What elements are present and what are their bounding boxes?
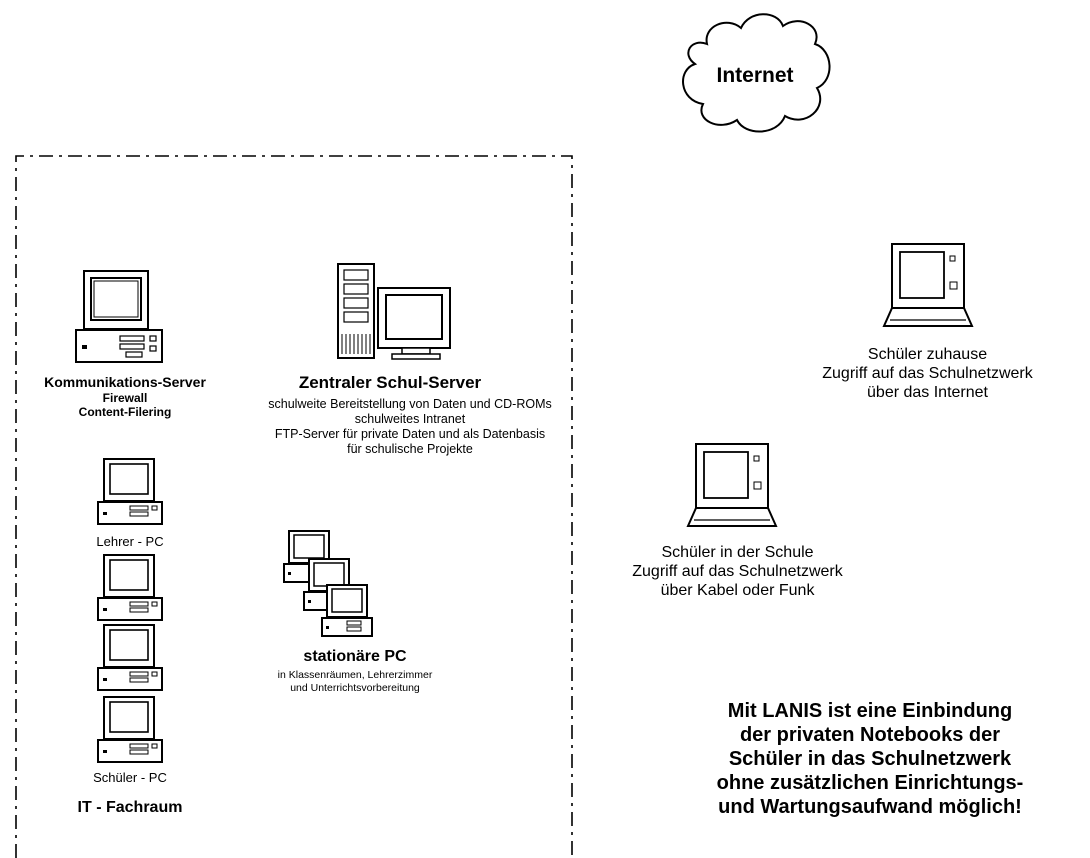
lanis-message-line-1: Mit LANIS ist eine Einbindung [727, 700, 1013, 722]
school-laptop-line-3: über Kabel oder Funk [660, 582, 815, 599]
lanis-message-line-5: und Wartungsaufwand möglich! [718, 796, 1022, 818]
stationary-pc-line-1: in Klassenräumen, Lehrerzimmer [277, 669, 433, 681]
communication-server-icon [75, 270, 163, 363]
communication-server-title: Kommunikations-Server [44, 374, 206, 390]
lanis-message-line-3: Schüler in das Schulnetzwerk [728, 748, 1012, 770]
central-server-title: Zentraler Schul-Server [298, 373, 482, 392]
home-laptop-icon [882, 243, 974, 327]
student-pc-label: Schüler - PC [93, 770, 167, 785]
teacher-pc-icon [97, 458, 163, 525]
central-server-line-3: FTP-Server für private Daten und als Dat… [274, 427, 546, 441]
communication-server-line-1: Firewall [102, 391, 148, 405]
home-laptop-line-1: Schüler zuhause [867, 346, 988, 363]
student-pc-icon [97, 624, 163, 691]
home-laptop-line-2: Zugriff auf das Schulnetzwerk [822, 365, 1033, 382]
lanis-message-line-4: ohne zusätzlichen Einrichtungs- [716, 772, 1024, 794]
central-server-line-1: schulweite Bereitstellung von Daten und … [268, 397, 552, 411]
central-server-line-4: für schulische Projekte [347, 442, 473, 456]
stationary-pc-line-2: und Unterrichtsvorbereitung [290, 682, 420, 694]
school-laptop-icon [686, 443, 778, 527]
stationary-pc-icon [321, 584, 373, 637]
internet-label: Internet [716, 64, 794, 87]
it-room-label: IT - Fachraum [77, 799, 183, 816]
student-pc-icon [97, 696, 163, 763]
school-laptop-line-2: Zugriff auf das Schulnetzwerk [632, 563, 843, 580]
student-pc-icon [97, 554, 163, 621]
central-server-icon [337, 263, 451, 360]
stationary-pc-title: stationäre PC [303, 648, 407, 665]
school-laptop-line-1: Schüler in der Schule [661, 544, 814, 561]
lanis-message-line-2: der privaten Notebooks der [739, 724, 1001, 746]
internet-cloud-icon [682, 13, 831, 133]
home-laptop-line-3: über das Internet [867, 384, 988, 401]
communication-server-line-2: Content-Filering [78, 405, 172, 419]
central-server-line-2: schulweites Intranet [354, 412, 466, 426]
teacher-pc-label: Lehrer - PC [96, 534, 164, 549]
